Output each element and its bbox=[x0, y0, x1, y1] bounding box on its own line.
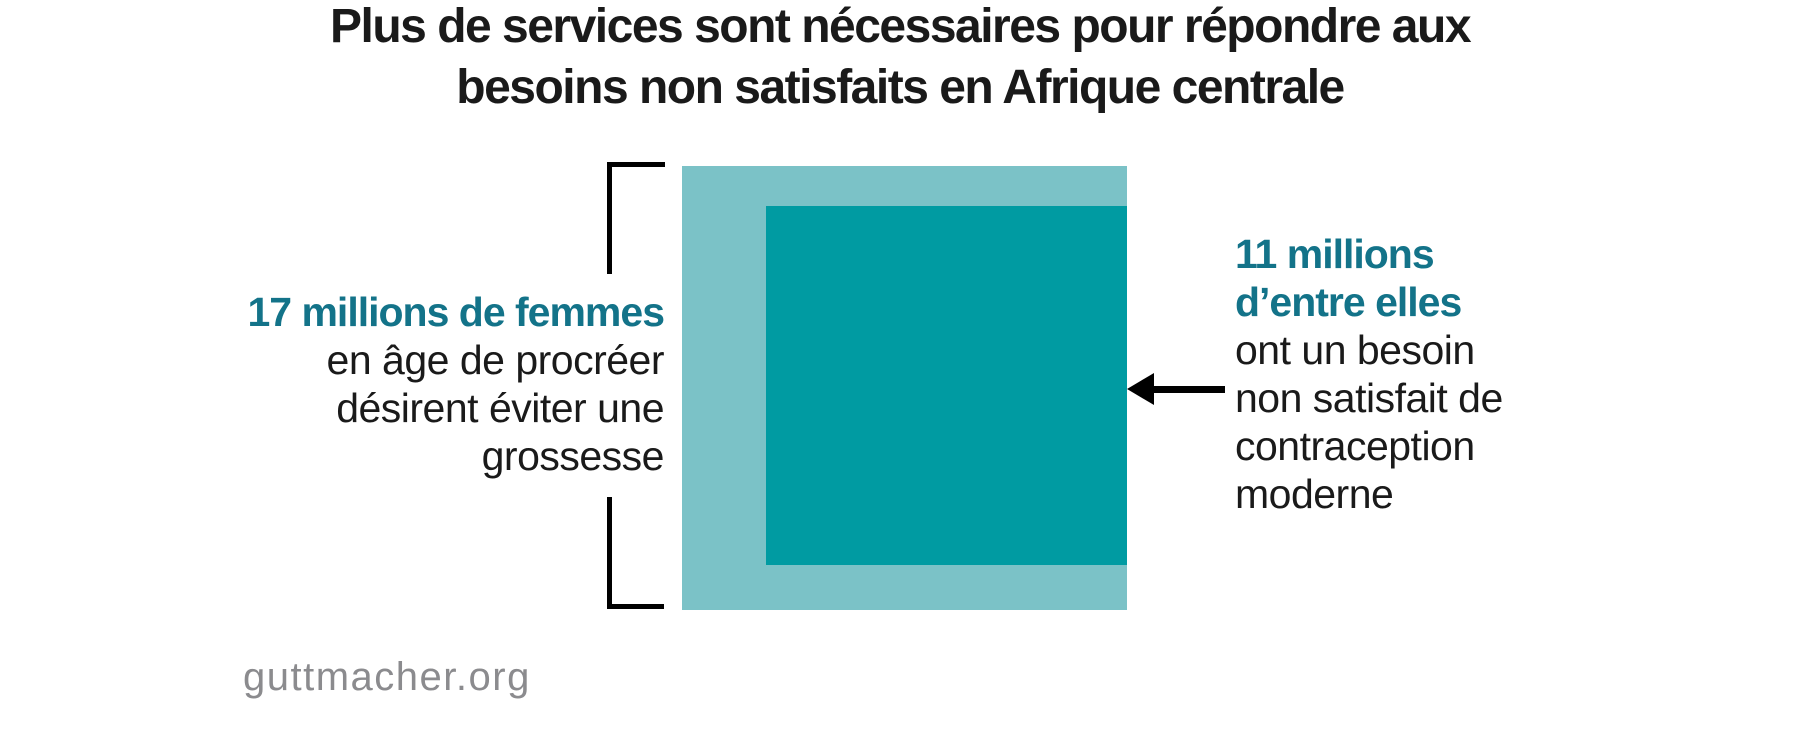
bracket-bottom-vertical bbox=[607, 497, 612, 609]
right-callout-line: non satisfait de bbox=[1235, 375, 1503, 421]
right-callout: 11 millions d’entre elles ont un besoin … bbox=[1235, 230, 1503, 518]
bracket-top-vertical bbox=[607, 162, 612, 274]
arrow-tail bbox=[1150, 386, 1225, 393]
footer-website: guttmacher.org bbox=[243, 655, 531, 699]
bracket-top-horizontal bbox=[607, 162, 665, 167]
left-callout: 17 millions de femmes en âge de procréer… bbox=[247, 288, 665, 480]
chart-title-line2: besoins non satisfaits en Afrique centra… bbox=[456, 61, 1345, 114]
right-callout-headline-line2: d’entre elles bbox=[1235, 279, 1462, 325]
left-callout-headline: 17 millions de femmes bbox=[247, 289, 665, 335]
right-callout-line: contraception bbox=[1235, 423, 1475, 469]
right-callout-line: moderne bbox=[1235, 471, 1394, 517]
left-callout-line: en âge de procréer bbox=[326, 337, 665, 383]
left-callout-line: désirent éviter une bbox=[336, 385, 664, 431]
chart-title-line1: Plus de services sont nécessaires pour r… bbox=[329, 0, 1472, 53]
chart-title: Plus de services sont nécessaires pour r… bbox=[0, 0, 1800, 118]
right-callout-line: ont un besoin bbox=[1235, 327, 1475, 373]
arrow-head bbox=[1127, 373, 1154, 405]
right-callout-headline-line1: 11 millions bbox=[1235, 231, 1435, 277]
bracket-bottom-horizontal bbox=[607, 604, 664, 609]
left-callout-line: grossesse bbox=[481, 433, 665, 479]
inner-square-11-millions bbox=[766, 206, 1127, 565]
